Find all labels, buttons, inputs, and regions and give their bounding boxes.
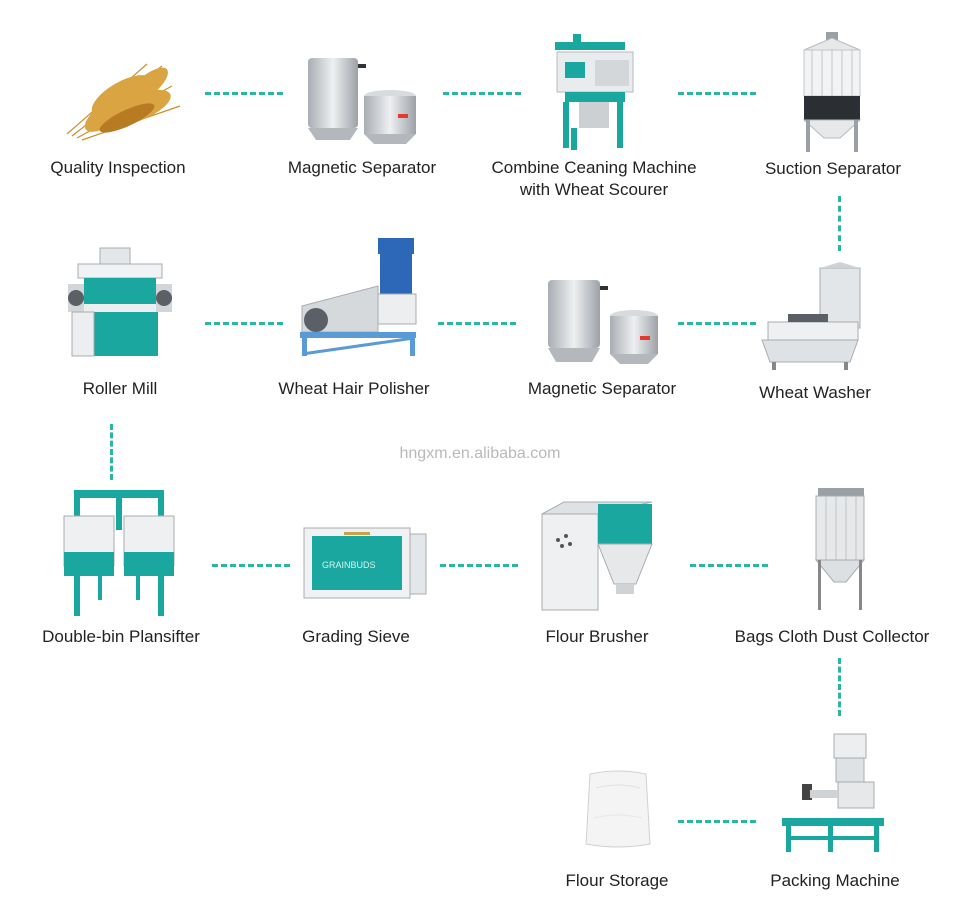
grading-sieve-icon: GRAINBUDS — [300, 524, 430, 606]
connector-7 — [205, 322, 283, 325]
connector-12 — [838, 658, 841, 716]
node-label: Suction Separator — [764, 159, 902, 178]
node-label: Double-bin Plansifter — [42, 627, 200, 646]
flour-bag-icon — [582, 768, 654, 850]
node-label: Bags Cloth Dust Collector — [734, 627, 930, 646]
node-label: Quality Inspection — [50, 158, 186, 177]
node-label: Magnetic Separator — [527, 379, 677, 398]
node-label: Magnetic Separator — [287, 158, 437, 177]
hair-polisher-icon — [296, 236, 426, 358]
watermark-text: hngxm.en.alibaba.com — [399, 445, 561, 462]
connector-2 — [443, 92, 521, 95]
connector-4 — [838, 196, 841, 251]
node-label: Combine Ceaning Machine with Wheat Scour… — [491, 158, 697, 199]
connector-6 — [438, 322, 516, 325]
node-label: Flour Brusher — [545, 627, 649, 646]
node-label: Wheat Washer — [759, 383, 871, 402]
magnetic-separator-icon — [542, 276, 662, 371]
wheat-washer-icon — [758, 262, 873, 372]
dust-collector-icon — [808, 486, 870, 612]
flour-brusher-icon — [540, 500, 655, 615]
plansifter-icon — [60, 488, 178, 618]
connector-10 — [440, 564, 518, 567]
node-label: Flour Storage — [565, 871, 669, 890]
connector-5 — [678, 322, 756, 325]
packing-machine-icon — [778, 732, 888, 854]
connector-13 — [678, 820, 756, 823]
combine-cleaning-machine-icon — [545, 32, 640, 150]
connector-11 — [690, 564, 768, 567]
wheat-icon — [52, 56, 187, 144]
node-label: Roller Mill — [82, 379, 158, 398]
connector-8 — [110, 424, 113, 480]
brand-watermark: GRAINBUDS — [322, 560, 376, 570]
connector-9 — [212, 564, 290, 567]
node-label: Grading Sieve — [302, 627, 410, 646]
roller-mill-icon — [64, 244, 176, 360]
connector-3 — [678, 92, 756, 95]
node-label: Wheat Hair Polisher — [278, 379, 430, 398]
suction-separator-icon — [796, 32, 868, 154]
node-label: Packing Machine — [770, 871, 900, 890]
connector-1 — [205, 92, 283, 95]
magnetic-separator-icon — [300, 52, 420, 147]
